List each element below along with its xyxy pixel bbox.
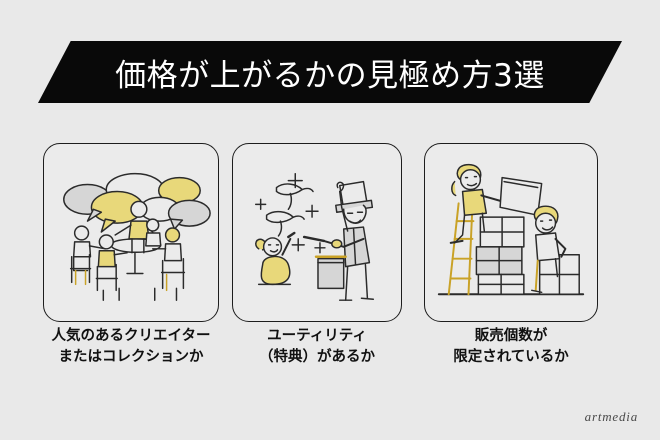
caption-line: またはコレクションか	[58, 349, 204, 365]
card-popular-creator	[43, 143, 219, 322]
caption-line: 人気のあるクリエイター	[51, 328, 211, 344]
caption-line: ユーティリティ	[267, 328, 367, 344]
caption-limited-supply: 販売個数が 限定されているか	[412, 326, 610, 368]
caption-popular-creator: 人気のあるクリエイター またはコレクションか	[22, 326, 240, 368]
caption-line: （特典）があるか	[259, 349, 375, 365]
people-at-table-with-speech-bubbles-icon	[63, 172, 211, 301]
page-title: 価格が上がるかの見極め方3選	[115, 57, 545, 94]
caption-line: 限定されているか	[453, 349, 569, 365]
title-banner: 価格が上がるかの見極め方3選	[0, 41, 660, 103]
cards-row	[0, 143, 660, 323]
watermark: artmedia	[584, 409, 638, 424]
magician-with-doves-and-top-hat-icon	[254, 172, 375, 301]
caption-utility: ユーティリティ （特典）があるか	[232, 326, 402, 368]
caption-line: 販売個数が	[474, 328, 548, 344]
title-banner-shape	[38, 41, 622, 103]
people-stacking-boxes-on-ladder-icon	[437, 163, 585, 296]
card-utility	[232, 143, 402, 322]
captions-row: 人気のあるクリエイター またはコレクションか ユーティリティ （特典）があるか …	[0, 326, 660, 376]
card-limited-supply	[424, 143, 598, 322]
